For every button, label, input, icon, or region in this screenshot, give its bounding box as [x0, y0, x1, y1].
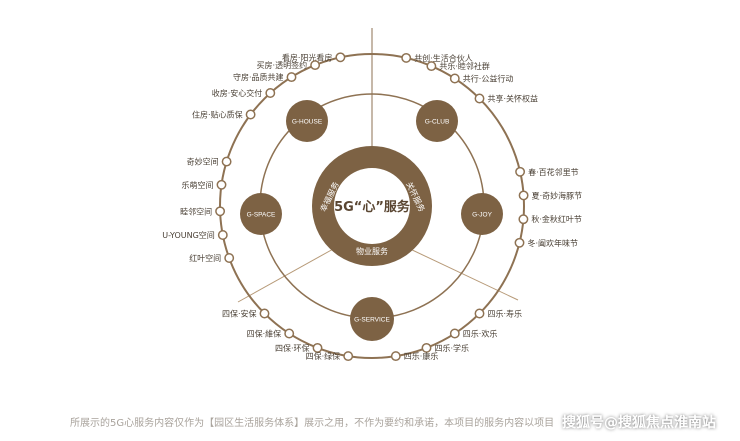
station-dot	[421, 342, 432, 353]
station-dot	[245, 109, 256, 120]
inner-core	[334, 168, 410, 244]
station-dot	[221, 156, 232, 167]
station-label: 夏·奇妙海豚节	[532, 190, 583, 200]
node-g-house-label: G-HOUSE	[292, 119, 323, 126]
station-dot	[449, 328, 460, 339]
station-dot	[265, 88, 276, 98]
node-g-club: G-CLUB	[416, 100, 458, 142]
node-g-service: G-SERVICE	[350, 297, 394, 341]
station-label: 四乐·寿乐	[488, 309, 523, 319]
station-dot	[312, 342, 323, 353]
station-dot	[474, 308, 485, 319]
station-label: 共创·生活合伙人	[414, 53, 473, 63]
station-dot	[343, 351, 354, 362]
station-dot	[310, 60, 321, 71]
station-dot	[474, 93, 485, 104]
station-label: 冬·阖欢年味节	[528, 238, 579, 248]
node-g-joy-label: G-JOY	[472, 212, 493, 219]
station-dot	[518, 214, 529, 225]
station-label: 四保·绿保	[306, 351, 341, 361]
station-label: 收房·安心交付	[212, 88, 263, 98]
disclaimer-text: 所展示的5G心服务内容仅作为【园区生活服务体系】展示之用，不作为要约和承诺，本项…	[70, 418, 555, 429]
station-dot	[286, 72, 297, 83]
station-label: 住房·贴心质保	[192, 110, 243, 120]
station-dot	[515, 166, 526, 177]
station-dot	[335, 52, 346, 63]
watermark-text: 搜狐号@搜狐焦点淮南站	[562, 415, 716, 431]
station-dot	[390, 351, 401, 362]
station-dot	[449, 73, 460, 84]
station-label: 共行·公益行动	[463, 74, 514, 84]
node-g-joy: G-JOY	[461, 193, 503, 235]
ring-label-property: 物业服务	[356, 246, 388, 256]
station-label: 乐萌空间	[182, 180, 214, 190]
station-label: 四保·維保	[247, 329, 282, 339]
station-label: 买房·透明签约	[257, 60, 308, 70]
node-g-space-label: G-SPACE	[247, 212, 276, 219]
station-label: 秋·金秋红叶节	[531, 214, 582, 224]
station-label: 春·百花邻里节	[528, 167, 579, 177]
station-dot	[284, 328, 295, 339]
station-dot	[426, 61, 437, 72]
station-label: 守房·品质共建	[233, 72, 284, 82]
node-g-service-label: G-SERVICE	[354, 317, 390, 324]
outer-track-ring	[219, 53, 525, 359]
node-g-house: G-HOUSE	[286, 100, 328, 142]
station-label: 睦邻空间	[180, 206, 212, 216]
station-label: 奇妙空间	[187, 157, 219, 167]
station-dot	[215, 206, 226, 217]
station-label: 红叶空间	[189, 253, 221, 263]
center-title: 5G“心”服务	[334, 199, 411, 215]
station-label: 四保·环保	[275, 343, 310, 353]
station-label: 共乐·睦邻社群	[439, 61, 490, 71]
station-label: 四乐·欢乐	[463, 329, 498, 339]
station-dot	[224, 253, 235, 263]
station-label: 共享·关怀权益	[488, 94, 539, 104]
station-label: U-YOUNG空间	[162, 230, 215, 240]
station-label: 看房·阳光看房	[282, 52, 333, 62]
station-label: 四乐·康乐	[404, 351, 439, 361]
node-g-space: G-SPACE	[240, 193, 282, 235]
node-g-club-label: G-CLUB	[425, 119, 450, 126]
divider-lower-right	[407, 247, 519, 301]
station-dot	[514, 237, 525, 248]
divider-lower-left	[237, 247, 336, 303]
station-label: 四乐·学乐	[435, 343, 470, 353]
station-dot	[518, 190, 529, 201]
station-dot	[259, 308, 270, 319]
station-label: 四保·安保	[222, 309, 257, 319]
station-dot	[217, 230, 228, 240]
station-dot	[216, 179, 227, 190]
station-dot	[401, 52, 412, 63]
